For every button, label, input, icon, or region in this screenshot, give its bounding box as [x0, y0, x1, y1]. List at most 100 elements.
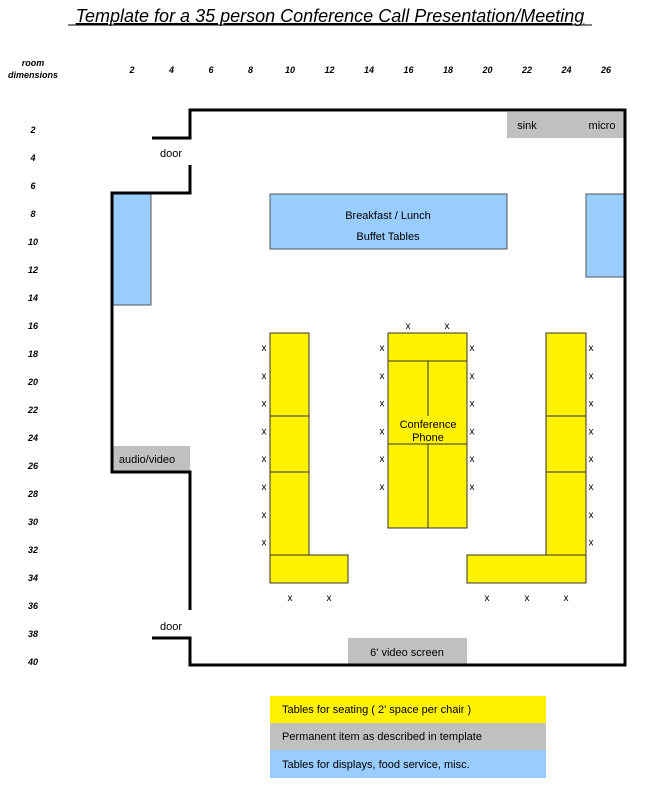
column-label: 26	[600, 65, 612, 75]
legend-swatch-seating	[270, 696, 546, 723]
buffet-label: Breakfast / Lunch	[345, 210, 431, 222]
chair-marker: x	[589, 343, 594, 354]
column-label: 6	[208, 65, 214, 75]
chair-marker: x	[327, 593, 332, 604]
row-label: 6	[30, 181, 36, 191]
column-label: 20	[481, 65, 492, 75]
column-label: 2	[128, 65, 134, 75]
row-label: 8	[30, 209, 35, 219]
axis-caption: dimensions	[8, 70, 58, 80]
audio-video-label: audio/video	[119, 454, 175, 466]
column-label: 18	[443, 65, 453, 75]
chair-marker: x	[380, 371, 385, 382]
video-screen-label: 6' video screen	[370, 647, 444, 659]
buffet-label: Buffet Tables	[356, 231, 420, 243]
chair-marker: x	[470, 343, 475, 354]
chair-marker: x	[262, 426, 267, 437]
row-label: 14	[28, 293, 38, 303]
chair-marker: x	[262, 482, 267, 493]
chair-marker: x	[470, 454, 475, 465]
column-label: 22	[521, 65, 532, 75]
row-label: 30	[28, 517, 38, 527]
row-label: 32	[28, 545, 38, 555]
buffet-tables	[269, 193, 508, 250]
page-title: Template for a 35 person Conference Call…	[76, 6, 585, 26]
column-label: 8	[248, 65, 253, 75]
chair-marker: x	[380, 426, 385, 437]
chair-marker: x	[564, 593, 569, 604]
row-label: 20	[27, 377, 38, 387]
chair-marker: x	[262, 510, 267, 521]
row-label: 12	[28, 265, 38, 275]
door-label: door	[160, 621, 182, 633]
row-label: 26	[27, 461, 39, 471]
row-label: 38	[28, 629, 38, 639]
video-screen	[348, 638, 467, 665]
chair-marker: x	[589, 371, 594, 382]
door-label: door	[160, 148, 182, 160]
chair-marker: x	[470, 426, 475, 437]
row-label: 18	[28, 349, 38, 359]
chair-marker: x	[262, 454, 267, 465]
chair-marker: x	[470, 399, 475, 410]
seating-table	[545, 471, 587, 556]
row-label: 40	[27, 657, 38, 667]
display-table-left	[111, 193, 152, 306]
conference-phone-label: Conference	[400, 419, 457, 431]
chair-marker: x	[288, 593, 293, 604]
chair-marker: x	[445, 321, 450, 332]
legend-swatch-display	[270, 750, 546, 778]
chair-marker: x	[470, 371, 475, 382]
audio-video-unit	[112, 446, 190, 472]
chair-marker: x	[380, 482, 385, 493]
column-label: 12	[324, 65, 334, 75]
chair-marker: x	[589, 399, 594, 410]
micro-label: micro	[589, 120, 616, 132]
column-label: 16	[403, 65, 414, 75]
chair-marker: x	[262, 371, 267, 382]
seating-table	[269, 332, 310, 417]
row-label: 2	[29, 125, 35, 135]
chair-marker: x	[589, 510, 594, 521]
legend-label: Permanent item as described in template	[282, 731, 482, 743]
chair-marker: x	[262, 538, 267, 549]
chair-marker: x	[406, 321, 411, 332]
column-label: 4	[168, 65, 174, 75]
seating-table	[269, 471, 310, 556]
column-label: 14	[364, 65, 374, 75]
row-label: 36	[28, 601, 39, 611]
row-label: 34	[28, 573, 38, 583]
room-walls	[110, 108, 627, 667]
sink-label: sink	[517, 120, 537, 132]
chair-marker: x	[589, 538, 594, 549]
row-label: 4	[29, 153, 35, 163]
chair-marker: x	[380, 343, 385, 354]
seating-table	[545, 415, 587, 473]
row-label: 16	[28, 321, 39, 331]
sink-micro-counter	[507, 112, 625, 138]
axis-caption: room	[22, 58, 45, 68]
row-label: 28	[27, 489, 38, 499]
legend-label: Tables for seating ( 2' space per chair …	[282, 704, 471, 716]
chair-marker: x	[589, 482, 594, 493]
chair-marker: x	[589, 454, 594, 465]
seating-table	[269, 415, 310, 473]
legend-swatch-permanent	[270, 723, 546, 750]
seating-table	[545, 332, 587, 417]
row-label: 24	[27, 433, 38, 443]
seating-tables	[269, 332, 587, 584]
chair-marker: x	[262, 399, 267, 410]
chair-marker: x	[589, 426, 594, 437]
seating-table	[466, 554, 587, 584]
chair-marker: x	[380, 454, 385, 465]
chair-marker: x	[262, 343, 267, 354]
row-label: 10	[28, 237, 38, 247]
row-label: 22	[27, 405, 38, 415]
chair-marker: x	[525, 593, 530, 604]
column-label: 24	[560, 65, 571, 75]
legend-label: Tables for displays, food service, misc.	[282, 759, 470, 771]
conference-phone-label: Phone	[412, 432, 444, 444]
chair-marker: x	[485, 593, 490, 604]
column-label: 10	[285, 65, 295, 75]
